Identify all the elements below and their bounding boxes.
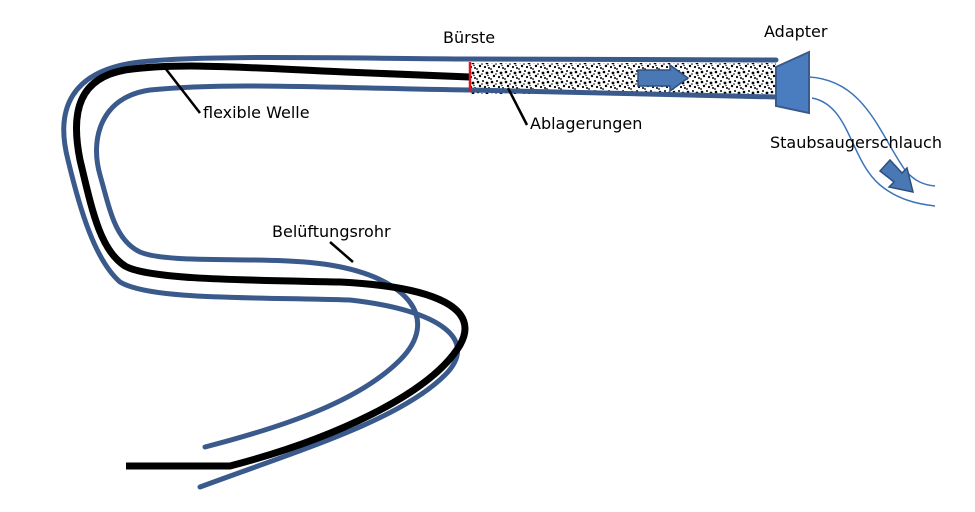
- leader-line-ventilation-pipe: [329, 241, 354, 263]
- leader-line-flexible-shaft: [161, 63, 201, 114]
- airflow-arrow-icon: [637, 63, 690, 93]
- ventilation-pipe-outer-wall: [61, 55, 779, 490]
- label-brush: Bürste: [443, 28, 496, 47]
- vacuum-hose-line-lower: [811, 97, 936, 207]
- label-vacuum-hose: Staubsaugerschlauch: [770, 133, 942, 152]
- ventilation-pipe-inner-wall: [94, 83, 779, 450]
- label-ventilation-pipe: Belüftungsrohr: [272, 222, 391, 241]
- flexible-shaft: [72, 62, 471, 470]
- adapter-shape: [775, 50, 810, 115]
- hose-airflow-arrow-icon: [878, 158, 915, 193]
- label-adapter: Adapter: [764, 22, 828, 41]
- label-flexible-shaft: flexible Welle: [203, 103, 310, 122]
- vacuum-hose-line-upper: [808, 76, 936, 187]
- leader-line-deposits: [506, 87, 529, 126]
- label-deposits: Ablagerungen: [530, 114, 643, 133]
